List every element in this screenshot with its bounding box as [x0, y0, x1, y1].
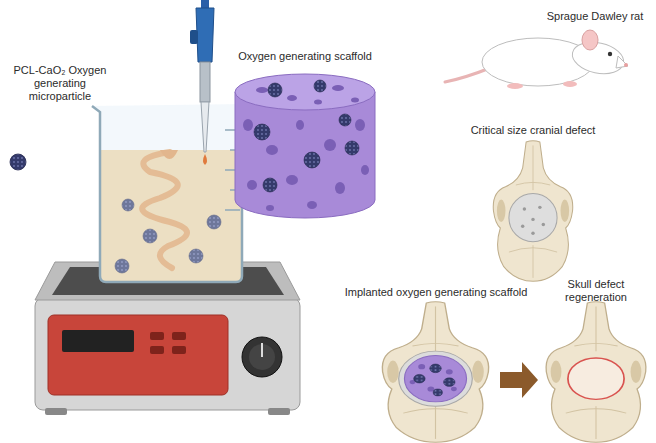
scaffold [243, 85, 369, 211]
hot-plate [172, 332, 186, 340]
figure-label: Implanted oxygen generating scaffold [345, 286, 528, 299]
skull-defect [523, 207, 526, 210]
skull-regenerated [546, 302, 646, 443]
rat [582, 30, 598, 50]
scaffold [287, 95, 297, 101]
hot-plate [172, 346, 186, 354]
pipette [203, 154, 207, 165]
skull-implanted [382, 302, 488, 443]
pipette [201, 0, 209, 8]
rat [563, 81, 577, 87]
figure-label: Critical size cranial defect [471, 124, 596, 137]
hot-plate [249, 344, 275, 370]
pipette [200, 62, 210, 102]
scaffold [304, 152, 320, 168]
skull-implanted [427, 386, 434, 391]
skull-implanted [410, 364, 457, 392]
scaffold [263, 178, 277, 192]
hot-plate [150, 332, 164, 340]
skull-implanted [430, 364, 442, 373]
skull-implanted [382, 302, 488, 443]
scaffold [351, 98, 359, 103]
microparticle [10, 154, 26, 170]
scaffold [268, 83, 282, 97]
scaffold [361, 165, 369, 175]
scaffold [286, 175, 298, 185]
beaker [92, 104, 246, 282]
scaffold [243, 119, 253, 131]
skull-defect [531, 218, 534, 221]
skull-defect [493, 141, 573, 282]
skull-defect [521, 225, 524, 228]
scaffold [355, 119, 365, 131]
skull-implanted [399, 351, 473, 406]
scaffold [307, 201, 317, 209]
rat [445, 68, 490, 82]
skull-implanted [414, 374, 426, 383]
rat [507, 83, 523, 89]
skull-implanted [446, 369, 453, 374]
figure-label: Sprague Dawley rat [547, 10, 644, 23]
scaffold [296, 120, 304, 130]
skull-implanted [451, 387, 457, 391]
rat [616, 56, 628, 68]
scaffold [235, 74, 375, 218]
hot-plate [35, 298, 300, 410]
scaffold [332, 85, 344, 91]
hot-plate [35, 262, 300, 415]
scaffold [256, 87, 268, 93]
scaffold [345, 141, 359, 155]
skull-implanted [433, 389, 442, 396]
scaffold [247, 180, 257, 190]
scaffold [339, 114, 351, 126]
hot-plate [48, 315, 228, 395]
rat [445, 30, 628, 89]
skull-defect [509, 194, 557, 242]
pipette [190, 30, 198, 44]
skull-defect [542, 223, 545, 226]
hot-plate [268, 408, 290, 415]
figure-label: PCL-CaO₂ Oxygen generating microparticle [4, 64, 116, 103]
scaffold [324, 139, 336, 151]
figure-label: Skull defect regeneration [556, 278, 636, 304]
skull-defect [493, 141, 573, 282]
scaffold [314, 80, 326, 92]
hot-plate [150, 346, 164, 354]
skull-implanted [404, 355, 466, 401]
pipette [201, 102, 209, 152]
hot-plate [45, 408, 67, 415]
skull-defect [531, 231, 534, 234]
hot-plate [261, 343, 263, 357]
skull-implanted [444, 378, 456, 387]
skull-defect [538, 206, 541, 209]
skull-defect [521, 206, 545, 235]
scaffold [235, 74, 375, 110]
skull-regenerated [546, 302, 646, 443]
skull-regenerated [568, 358, 624, 399]
rat [608, 52, 612, 56]
scaffold [235, 92, 375, 218]
hot-plate [242, 337, 282, 377]
scaffold [254, 124, 270, 140]
process-arrow [500, 362, 538, 398]
beaker [225, 209, 240, 211]
pipette [190, 0, 214, 165]
microparticle [10, 154, 26, 170]
skull-implanted [418, 364, 425, 369]
scaffold [314, 100, 322, 105]
figure-label: Oxygen generating scaffold [238, 50, 372, 63]
rat [624, 63, 628, 67]
beaker [92, 104, 246, 282]
hot-plate [62, 330, 134, 352]
pipette [196, 8, 214, 62]
scaffold [266, 205, 274, 211]
scaffold [335, 182, 345, 194]
process-arrow [500, 362, 538, 398]
scaffold [266, 145, 278, 155]
